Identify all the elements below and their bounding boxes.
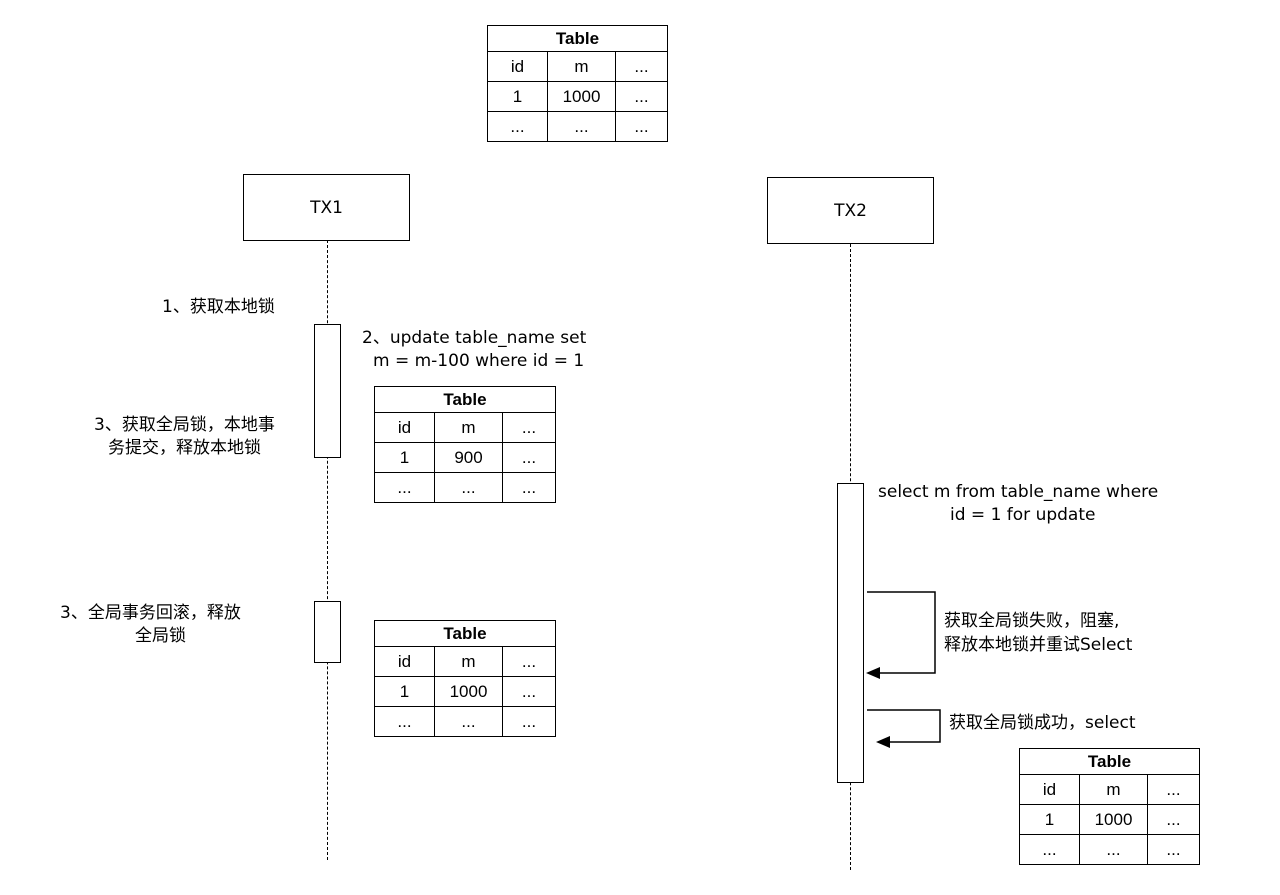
tx1-step3b-line2: 全局锁 [135, 626, 186, 646]
table-cell: 1 [1019, 804, 1080, 835]
table-header-id: id [487, 51, 548, 82]
tx1-activation-1 [314, 324, 341, 458]
table-cell: ... [487, 111, 548, 142]
table-cell: ... [615, 111, 668, 142]
tx1-box: TX1 [243, 174, 410, 241]
retry-arrow [867, 591, 936, 674]
table-cell: ... [1147, 834, 1200, 865]
tx2-fail-line2: 释放本地锁并重试Select [944, 635, 1133, 655]
tx1-step3a-line2: 务提交，释放本地锁 [108, 438, 261, 458]
tx1-step2-line1: 2、update table_name set [362, 328, 587, 348]
table-title: Table [487, 25, 668, 52]
table-cell: ... [1147, 804, 1200, 835]
success-arrowhead [876, 736, 890, 748]
table-cell: 1 [487, 81, 548, 112]
table-header-m: m [434, 646, 503, 677]
tx2-select-line1: select m from table_name where [878, 482, 1159, 502]
table-cell: ... [1019, 834, 1080, 865]
table-cell: 1 [374, 442, 435, 473]
tx2-success: 获取全局锁成功，select [949, 713, 1136, 733]
table-header-id: id [374, 646, 435, 677]
tx1-update-table: Table id m ... 1 900 ... ... ... ... [374, 386, 556, 503]
tx1-step2-line2: m = m-100 where id = 1 [373, 351, 585, 371]
tx1-lifeline [327, 240, 328, 860]
tx2-select-table: Table id m ... 1 1000 ... ... ... ... [1019, 748, 1200, 865]
retry-arrowhead [866, 667, 880, 679]
table-cell: ... [547, 111, 616, 142]
table-cell: ... [374, 706, 435, 737]
tx1-activation-2 [314, 601, 341, 663]
tx2-label: TX2 [834, 200, 867, 221]
success-arrow [867, 709, 941, 743]
table-cell: ... [502, 472, 556, 503]
table-cell: 1000 [1079, 804, 1148, 835]
table-cell: ... [615, 81, 668, 112]
table-cell: ... [434, 706, 503, 737]
tx1-step3a-line1: 3、获取全局锁，本地事 [94, 415, 275, 435]
tx1-step1: 1、获取本地锁 [162, 297, 275, 317]
tx2-select-line2: id = 1 for update [950, 505, 1096, 525]
tx1-step3b-line1: 3、全局事务回滚，释放 [60, 603, 241, 623]
table-header-id: id [1019, 774, 1080, 805]
top-table: Table id m ... 1 1000 ... ... ... ... [487, 25, 668, 142]
table-title: Table [1019, 748, 1200, 775]
table-header-more: ... [502, 646, 556, 677]
table-header-m: m [434, 412, 503, 443]
table-cell: 900 [434, 442, 503, 473]
table-cell: ... [502, 676, 556, 707]
table-cell: ... [1079, 834, 1148, 865]
tx2-box: TX2 [767, 177, 934, 244]
table-cell: 1000 [434, 676, 503, 707]
tx1-rollback-table: Table id m ... 1 1000 ... ... ... ... [374, 620, 556, 737]
table-header-more: ... [502, 412, 556, 443]
tx2-activation [837, 483, 864, 783]
table-cell: ... [502, 706, 556, 737]
table-header-m: m [547, 51, 616, 82]
table-header-more: ... [1147, 774, 1200, 805]
tx1-label: TX1 [310, 197, 343, 218]
table-header-m: m [1079, 774, 1148, 805]
tx2-fail-line1: 获取全局锁失败，阻塞, [944, 611, 1120, 631]
